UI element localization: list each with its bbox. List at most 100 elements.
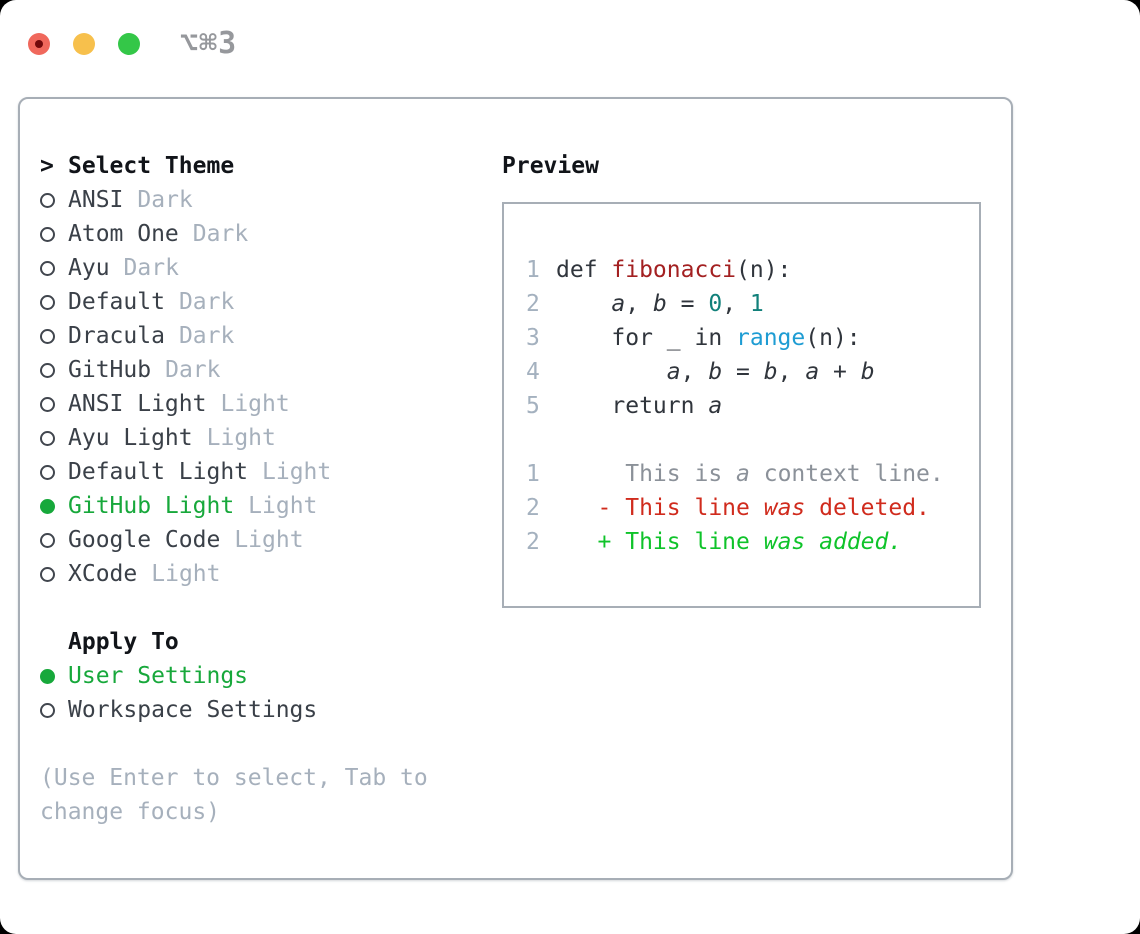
radio-icon <box>40 362 55 378</box>
apply-option-user-settings[interactable]: User Settings <box>40 659 502 693</box>
theme-variant: Light <box>151 561 221 587</box>
theme-name: GitHub <box>68 357 152 383</box>
theme-option-github[interactable]: GitHub Dark <box>40 353 502 387</box>
code-token: a <box>736 461 750 487</box>
code-token <box>556 355 667 389</box>
theme-variant: Light <box>220 391 290 417</box>
theme-variant: Dark <box>123 255 179 281</box>
code-token: b <box>652 291 667 317</box>
theme-name: Atom One <box>68 221 179 247</box>
titlebar: ⌥⌘3 <box>28 26 237 61</box>
theme-option-atom-one[interactable]: Atom One Dark <box>40 217 502 251</box>
radio-icon <box>40 294 55 310</box>
code-token: , <box>722 291 750 317</box>
code-token: b <box>708 359 723 385</box>
minimize-button-icon[interactable] <box>73 32 95 55</box>
preview-line: 4 a, b = b, a + b <box>526 355 979 389</box>
keyboard-hint: (Use Enter to select, Tab to change focu… <box>40 765 428 825</box>
theme-name: Default <box>68 289 165 315</box>
code-token: a <box>666 359 681 385</box>
preview-title: Preview <box>502 153 599 179</box>
theme-list-title: Select Theme <box>68 153 235 179</box>
code-token: was <box>763 529 806 555</box>
line-number: 1 <box>526 461 540 487</box>
code-token: 1 <box>749 291 764 317</box>
preview-line: 2 + This line was added. <box>526 525 979 559</box>
zoom-button-icon[interactable] <box>118 32 140 55</box>
apply-option-workspace-settings[interactable]: Workspace Settings <box>40 693 502 727</box>
radio-icon <box>40 192 55 208</box>
code-token: , <box>625 291 653 317</box>
code-token: range <box>736 325 806 351</box>
code-token: fibonacci <box>611 257 737 283</box>
theme-variant: Light <box>262 459 332 485</box>
theme-variant: Dark <box>137 187 193 213</box>
radio-selected-icon <box>40 498 55 514</box>
code-token: , <box>777 359 806 385</box>
apply-option-label: User Settings <box>68 663 249 689</box>
apply-option-label: Workspace Settings <box>68 697 318 723</box>
radio-icon <box>40 396 55 412</box>
theme-option-ansi[interactable]: ANSI Dark <box>40 183 502 217</box>
code-token: This is <box>556 461 737 487</box>
line-number: 1 <box>526 257 540 283</box>
apply-to-title: Apply To <box>68 629 179 655</box>
theme-name: ANSI <box>68 187 124 213</box>
apply-to-header: Apply To <box>40 625 502 659</box>
code-token: + <box>819 359 861 385</box>
theme-variant: Dark <box>192 221 249 247</box>
code-token <box>805 525 819 559</box>
theme-variant: Dark <box>165 357 221 383</box>
code-token: = <box>722 359 764 385</box>
theme-option-ansi-light[interactable]: ANSI Light Light <box>40 387 502 421</box>
code-token: was <box>763 495 806 521</box>
code-token: - This line <box>556 495 764 521</box>
theme-variant: Light <box>248 493 318 519</box>
code-token: added. <box>819 529 903 555</box>
code-token: = <box>666 291 709 317</box>
code-token: 0 <box>708 291 723 317</box>
preview-line: 2 - This line was deleted. <box>526 491 979 525</box>
code-token: a <box>611 291 626 317</box>
preview-line <box>526 423 979 457</box>
code-token: deleted. <box>805 495 930 521</box>
code-token: (n): <box>736 257 792 283</box>
line-number: 2 <box>526 291 540 317</box>
selection-prompt-icon: > <box>40 153 54 179</box>
theme-name: Ayu Light <box>68 425 193 451</box>
line-number: 5 <box>526 393 540 419</box>
code-token: for _ in <box>556 325 737 351</box>
code-token: (n): <box>805 325 861 351</box>
line-number: 2 <box>526 495 540 521</box>
radio-icon <box>40 226 55 242</box>
radio-icon <box>40 532 55 548</box>
theme-name: ANSI Light <box>68 391 207 417</box>
radio-icon <box>40 430 55 446</box>
code-token <box>556 287 611 321</box>
window-shortcut-label: ⌥⌘3 <box>180 26 238 61</box>
code-token: + This line <box>556 529 764 555</box>
line-number: 2 <box>526 529 540 555</box>
radio-selected-icon <box>40 668 55 684</box>
code-token: b <box>860 359 875 385</box>
line-number: 4 <box>526 359 540 385</box>
close-button-icon[interactable] <box>28 32 50 55</box>
theme-name: Google Code <box>68 527 221 553</box>
